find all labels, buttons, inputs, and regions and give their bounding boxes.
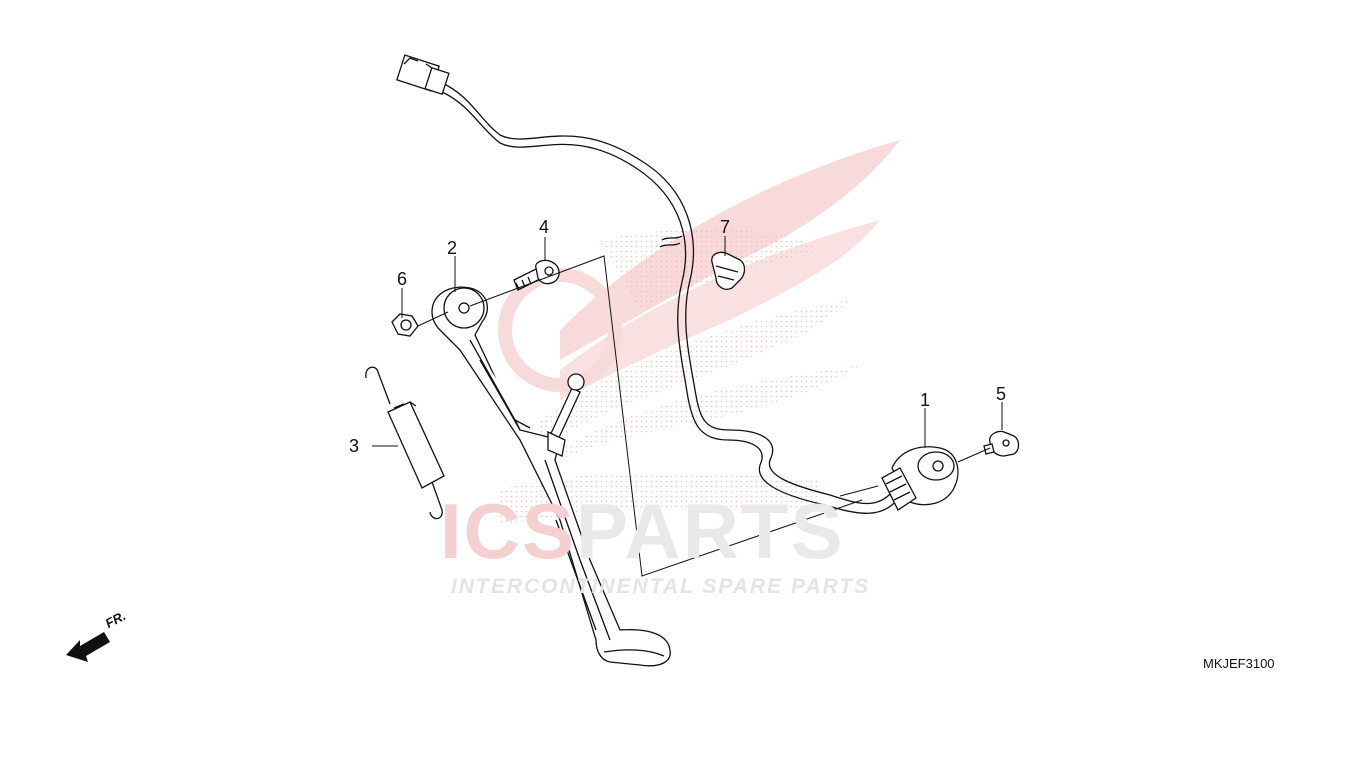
- switch-wire-harness: [396, 54, 901, 514]
- part-code: MKJEF3100: [1203, 656, 1275, 671]
- callout-2: 2: [447, 238, 458, 258]
- nut-icon: [391, 313, 419, 337]
- callout-1: 1: [920, 390, 931, 410]
- callout-5: 5: [996, 384, 1007, 404]
- flange-bolt-icon: [983, 430, 1020, 457]
- side-stand-switch-icon: [881, 446, 959, 511]
- watermark-tagline: INTERCONTINENTAL SPARE PARTS: [451, 575, 871, 598]
- callout-6: 6: [397, 269, 408, 289]
- callout-3: 3: [349, 436, 360, 456]
- watermark-brand: ICSPARTS: [440, 486, 845, 577]
- side-stand-icon: [431, 286, 671, 667]
- watermark-wing-logo: [498, 140, 900, 525]
- callout-4: 4: [539, 217, 550, 237]
- fr-arrow-icon: [66, 632, 110, 662]
- leader-lines: [372, 236, 1003, 577]
- watermark-brand-grey: PARTS: [576, 487, 845, 575]
- bolt-icon: [513, 259, 560, 291]
- watermark-brand-red: ICS: [440, 487, 577, 575]
- callout-7: 7: [720, 217, 731, 237]
- spring-icon: [365, 366, 445, 520]
- clip-icon: [711, 251, 746, 290]
